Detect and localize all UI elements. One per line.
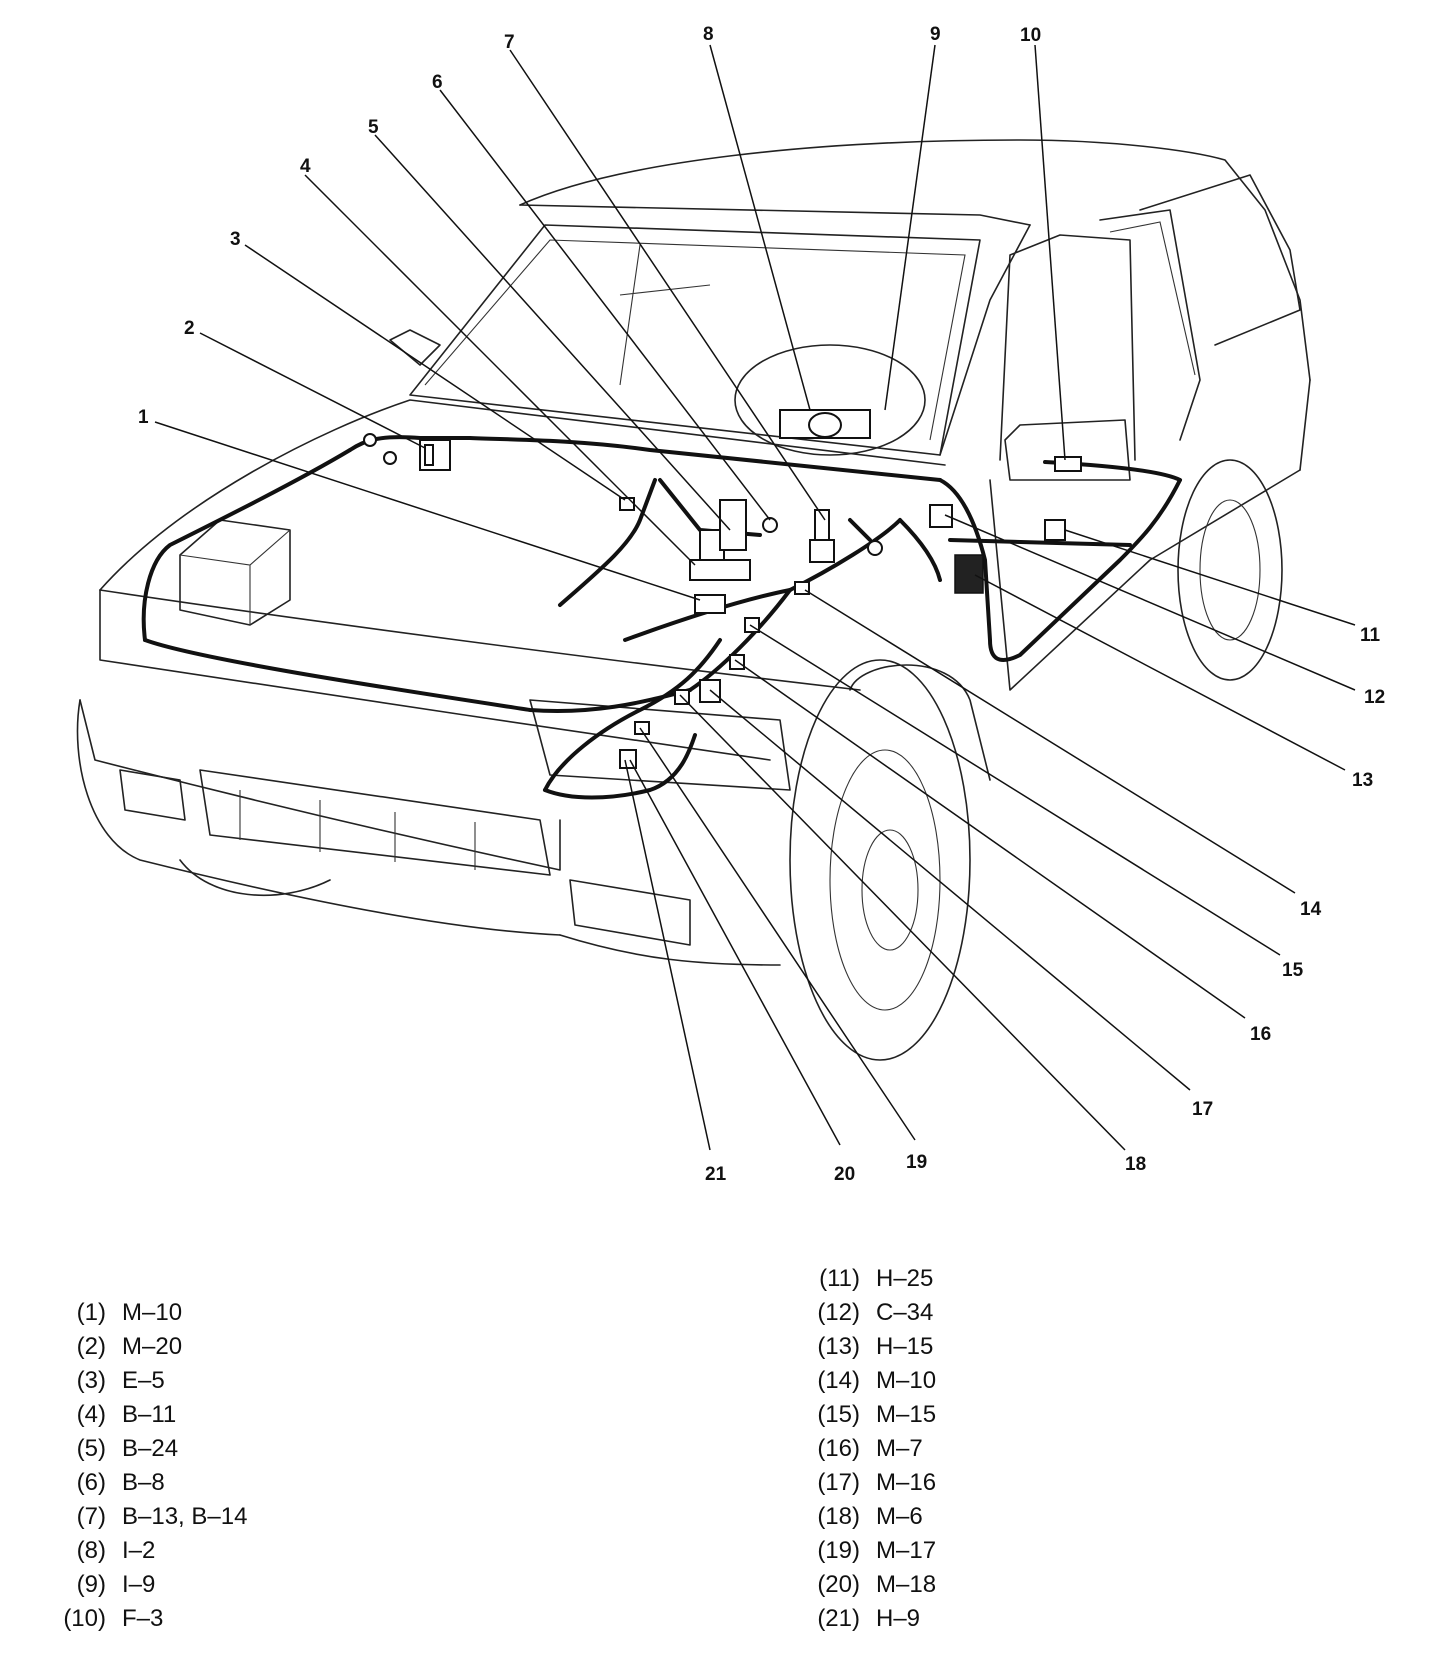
legend-code: C–34 xyxy=(876,1299,934,1326)
legend-code: M–20 xyxy=(122,1333,183,1360)
legend-row: (17) M–16 xyxy=(788,1466,936,1500)
legend-row: (7) B–13, B–14 xyxy=(34,1500,248,1534)
legend-row: (16) M–7 xyxy=(788,1432,936,1466)
legend-code: H–15 xyxy=(876,1333,934,1360)
callout-2: 2 xyxy=(184,318,195,339)
leader-lines xyxy=(154,44,1356,1151)
connector-legend-right: (11) H–25 (12) C–34 (13) H–15 (14) M–10 (15)… xyxy=(788,1262,936,1636)
legend-code: B–11 xyxy=(122,1401,177,1428)
legend-row: (20) M–18 xyxy=(788,1568,936,1602)
connector-legend-left: (1) M–10 (2) M–20 (3) E–5 (4) B–11 (5) B–24 (… xyxy=(34,1296,247,1636)
callout-19: 19 xyxy=(906,1152,927,1173)
callout-10: 10 xyxy=(1020,25,1041,46)
legend-id: (18) xyxy=(817,1503,860,1530)
legend-code: B–8 xyxy=(122,1469,165,1496)
legend-row: (3) E–5 xyxy=(34,1364,247,1398)
connectors xyxy=(363,409,1082,769)
legend-id: (8) xyxy=(76,1537,106,1564)
legend-id: (15) xyxy=(817,1401,860,1428)
callout-12: 12 xyxy=(1364,687,1385,708)
callout-20: 20 xyxy=(834,1164,855,1185)
legend-id: (3) xyxy=(76,1367,106,1394)
callout-15: 15 xyxy=(1282,960,1304,981)
vehicle-body xyxy=(76,139,1311,1061)
legend-row: (10) F–3 xyxy=(34,1602,247,1636)
vehicle-illustration: 1 2 3 4 5 6 7 8 9 10 11 12 13 14 15 16 1… xyxy=(76,24,1385,1185)
legend-id: (1) xyxy=(76,1299,106,1326)
callout-16: 16 xyxy=(1250,1024,1271,1045)
legend-row: (9) I–9 xyxy=(34,1568,247,1602)
callout-11: 11 xyxy=(1360,625,1381,646)
legend-id: (20) xyxy=(817,1571,860,1598)
legend-row: (5) B–24 xyxy=(34,1432,247,1466)
callout-13: 13 xyxy=(1352,770,1373,791)
legend-row: (12) C–34 xyxy=(788,1296,936,1330)
legend-row: (4) B–11 xyxy=(34,1398,247,1432)
legend-id: (19) xyxy=(817,1537,860,1564)
legend-code: F–3 xyxy=(122,1605,164,1632)
legend-id: (10) xyxy=(63,1605,106,1632)
callout-3: 3 xyxy=(230,229,241,250)
legend-row: (18) M–6 xyxy=(788,1500,936,1534)
legend-code: H–9 xyxy=(876,1605,921,1632)
legend-code: B–24 xyxy=(122,1435,179,1462)
legend-id: (2) xyxy=(76,1333,106,1360)
legend-id: (5) xyxy=(76,1435,106,1462)
legend-row: (2) M–20 xyxy=(34,1330,247,1364)
legend-id: (11) xyxy=(819,1265,860,1292)
callout-1: 1 xyxy=(138,407,149,428)
legend-id: (13) xyxy=(817,1333,860,1360)
legend-row: (21) H–9 xyxy=(788,1602,936,1636)
legend-id: (17) xyxy=(817,1469,860,1496)
callout-6: 6 xyxy=(432,72,443,93)
legend-row: (14) M–10 xyxy=(788,1364,936,1398)
legend-code: I–9 xyxy=(122,1571,156,1598)
legend-id: (6) xyxy=(76,1469,106,1496)
legend-code: B–13, B–14 xyxy=(122,1503,248,1530)
legend-row: (19) M–17 xyxy=(788,1534,936,1568)
legend-code: I–2 xyxy=(122,1537,156,1564)
wiring-harness-diagram: 1 2 3 4 5 6 7 8 9 10 11 12 13 14 15 16 1… xyxy=(76,24,1385,1185)
legend-code: H–25 xyxy=(876,1265,934,1292)
legend-code: M–18 xyxy=(876,1571,937,1598)
callout-21: 21 xyxy=(705,1164,727,1185)
callout-17: 17 xyxy=(1192,1099,1213,1120)
legend-code: M–10 xyxy=(876,1367,937,1394)
legend-id: (7) xyxy=(76,1503,106,1530)
callout-labels: 1 2 3 4 5 6 7 8 9 10 11 12 13 14 15 16 1… xyxy=(138,24,1385,1185)
legend-id: (16) xyxy=(817,1435,860,1462)
legend-row: (11) H–25 xyxy=(788,1262,936,1296)
legend-code: E–5 xyxy=(122,1367,165,1394)
callout-9: 9 xyxy=(930,24,941,45)
legend-row: (13) H–15 xyxy=(788,1330,936,1364)
callout-4: 4 xyxy=(300,156,311,177)
callout-7: 7 xyxy=(504,32,515,53)
legend-id: (14) xyxy=(817,1367,860,1394)
legend-code: M–10 xyxy=(122,1299,183,1326)
legend-row: (15) M–15 xyxy=(788,1398,936,1432)
legend-id: (4) xyxy=(76,1401,106,1428)
legend-code: M–6 xyxy=(876,1503,923,1530)
callout-8: 8 xyxy=(703,24,714,45)
callout-14: 14 xyxy=(1300,899,1322,920)
legend-id: (12) xyxy=(817,1299,860,1326)
legend-code: M–16 xyxy=(876,1469,937,1496)
legend-row: (8) I–2 xyxy=(34,1534,247,1568)
legend-code: M–7 xyxy=(876,1435,923,1462)
legend-row: (1) M–10 xyxy=(34,1296,247,1330)
legend-row: (6) B–8 xyxy=(34,1466,247,1500)
callout-18: 18 xyxy=(1125,1154,1146,1175)
legend-id: (21) xyxy=(817,1605,860,1632)
callout-5: 5 xyxy=(368,117,379,138)
legend-code: M–15 xyxy=(876,1401,937,1428)
legend-code: M–17 xyxy=(876,1537,937,1564)
legend-id: (9) xyxy=(76,1571,106,1598)
